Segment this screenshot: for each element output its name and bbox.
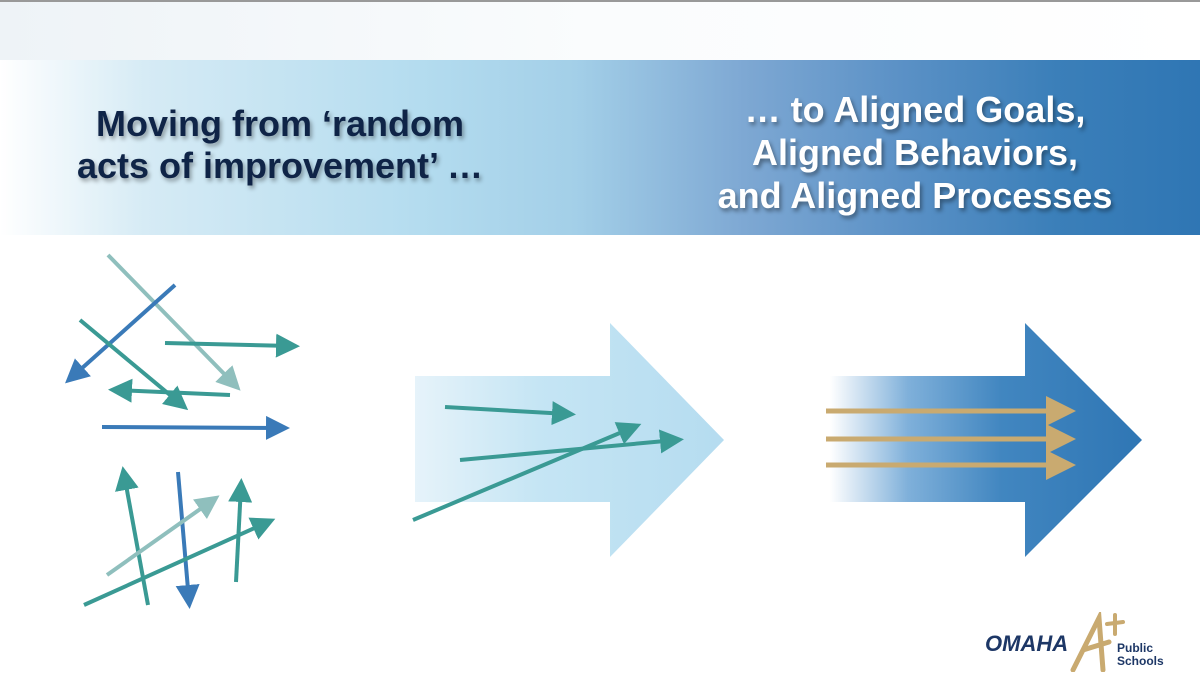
random-arrow xyxy=(108,378,231,403)
logo-plus-icon xyxy=(1105,613,1125,636)
random-arrow xyxy=(175,471,200,609)
random-arrow xyxy=(83,517,276,607)
right-heading-line-1: … to Aligned Goals, xyxy=(744,89,1086,130)
left-heading-line-2: acts of improvement’ … xyxy=(76,145,484,186)
random-arrows xyxy=(65,253,300,609)
omaha-public-schools-logo: OMAHA Public Schools xyxy=(985,612,1164,672)
random-arrow xyxy=(105,495,220,577)
logo-subtitle-line-1: Public xyxy=(1117,641,1154,655)
random-arrow xyxy=(65,283,177,384)
right-heading-line-2: Aligned Behaviors, xyxy=(751,132,1079,173)
top-background xyxy=(0,0,1200,62)
right-heading: … to Aligned Goals, Aligned Behaviors, a… xyxy=(680,88,1150,217)
random-arrow xyxy=(101,415,290,440)
random-arrow xyxy=(164,333,300,358)
logo-subtitle-line-2: Schools xyxy=(1117,654,1164,668)
partially-aligned-arrow xyxy=(412,323,724,557)
random-arrow xyxy=(115,466,150,606)
logo-a-plus-mark xyxy=(1070,612,1125,672)
title-banner: Moving from ‘random acts of improvement’… xyxy=(0,60,1200,235)
aligned-arrow xyxy=(826,323,1142,557)
left-heading-line-1: Moving from ‘random xyxy=(96,103,464,144)
right-heading-line-3: and Aligned Processes xyxy=(717,175,1113,216)
random-arrow xyxy=(106,253,241,391)
inner-arrow xyxy=(444,401,576,426)
inner-arrow xyxy=(412,422,642,522)
left-heading: Moving from ‘random acts of improvement’… xyxy=(50,103,510,187)
logo-a-icon xyxy=(1070,612,1112,672)
big-light-arrow-shape xyxy=(415,323,724,557)
logo-wordmark: OMAHA xyxy=(985,631,1069,656)
logo-subtitle: Public Schools xyxy=(1117,642,1164,668)
